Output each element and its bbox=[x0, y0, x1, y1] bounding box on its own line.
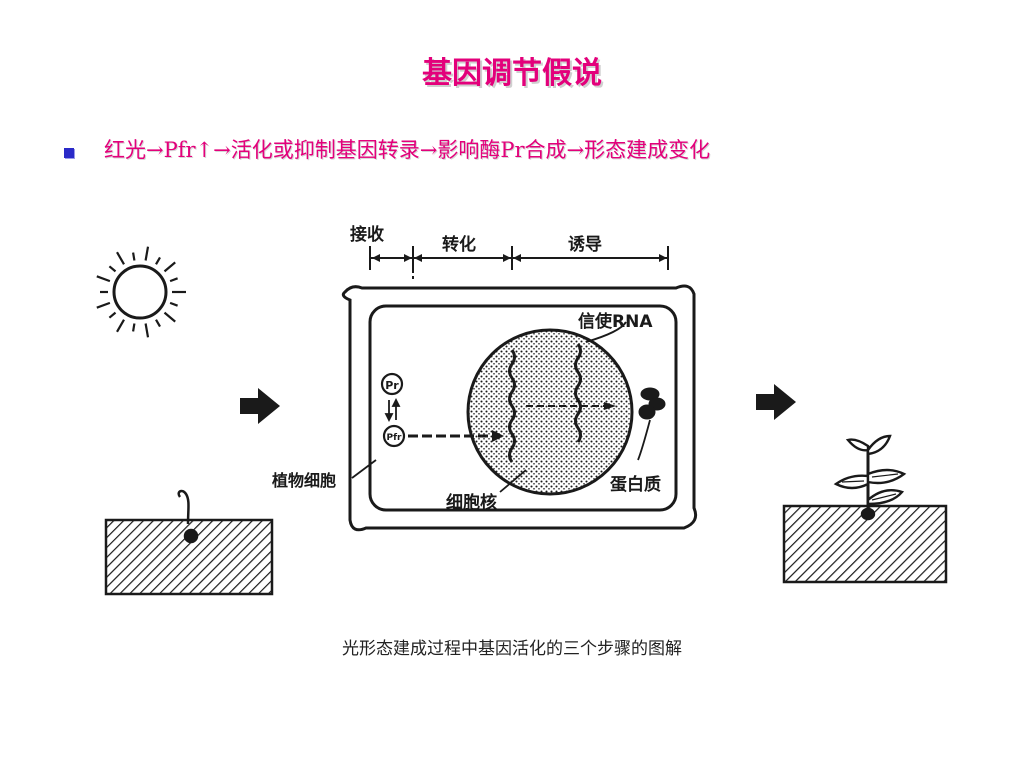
bullet-marker-icon bbox=[64, 148, 74, 158]
seedling-icon bbox=[177, 489, 199, 544]
stage-ruler bbox=[369, 246, 669, 282]
stage-label-transduce: 转化 bbox=[442, 234, 476, 255]
phytochrome-pfr-icon: Pfr bbox=[382, 424, 406, 448]
sun-icon bbox=[96, 246, 186, 338]
bullet-point: 红光→Pfr↑→活化或抑制基因转录→影响酶Pr合成→形态建成变化 bbox=[62, 134, 1002, 168]
sun-ray bbox=[108, 265, 117, 273]
sun-ray bbox=[155, 319, 161, 328]
sun-ray bbox=[108, 311, 117, 319]
protein-icon bbox=[637, 387, 666, 461]
sun-ray bbox=[144, 323, 150, 338]
stage-label-induce: 诱导 bbox=[568, 234, 602, 255]
grown-plant-icon bbox=[833, 434, 907, 521]
phytochrome-pr-icon: Pr bbox=[380, 372, 404, 396]
slide-title: 基因调节假说 bbox=[422, 56, 602, 91]
sun-ray bbox=[96, 301, 111, 309]
figure-caption: 光形态建成过程中基因活化的三个步骤的图解 bbox=[342, 639, 682, 659]
sun-ray bbox=[155, 256, 161, 265]
pfr-label: Pfr bbox=[387, 433, 403, 443]
sun-ray bbox=[163, 261, 176, 273]
signal-arrow bbox=[408, 430, 504, 442]
sun-ray bbox=[96, 275, 111, 283]
sun-ray bbox=[169, 277, 178, 283]
phytochrome-interconversion-arrows bbox=[384, 397, 401, 423]
sun-ray bbox=[144, 246, 150, 261]
nucleus bbox=[466, 328, 634, 496]
sun-ray bbox=[169, 301, 178, 307]
stage-label-receive: 接收 bbox=[350, 224, 384, 245]
sun-ray bbox=[132, 323, 136, 332]
protein-label: 蛋白质 bbox=[610, 474, 661, 495]
right-arrow-icon bbox=[240, 388, 280, 424]
mrna-label: 信使RNA bbox=[578, 311, 653, 332]
right-arrow-icon bbox=[756, 384, 796, 420]
gene-strands bbox=[508, 321, 627, 463]
bullet-text: 红光→Pfr↑→活化或抑制基因转录→影响酶Pr合成→形态建成变化 bbox=[104, 138, 711, 162]
plant-cell bbox=[341, 284, 698, 532]
sun-ray bbox=[163, 311, 176, 323]
cell-label: 植物细胞 bbox=[271, 471, 336, 490]
sun-ray bbox=[132, 252, 136, 261]
nucleus-label: 细胞核 bbox=[446, 492, 497, 513]
sun-ray bbox=[116, 251, 125, 265]
sun-ray bbox=[116, 319, 125, 333]
label-pointers bbox=[351, 459, 527, 493]
pr-label: Pr bbox=[385, 379, 399, 392]
